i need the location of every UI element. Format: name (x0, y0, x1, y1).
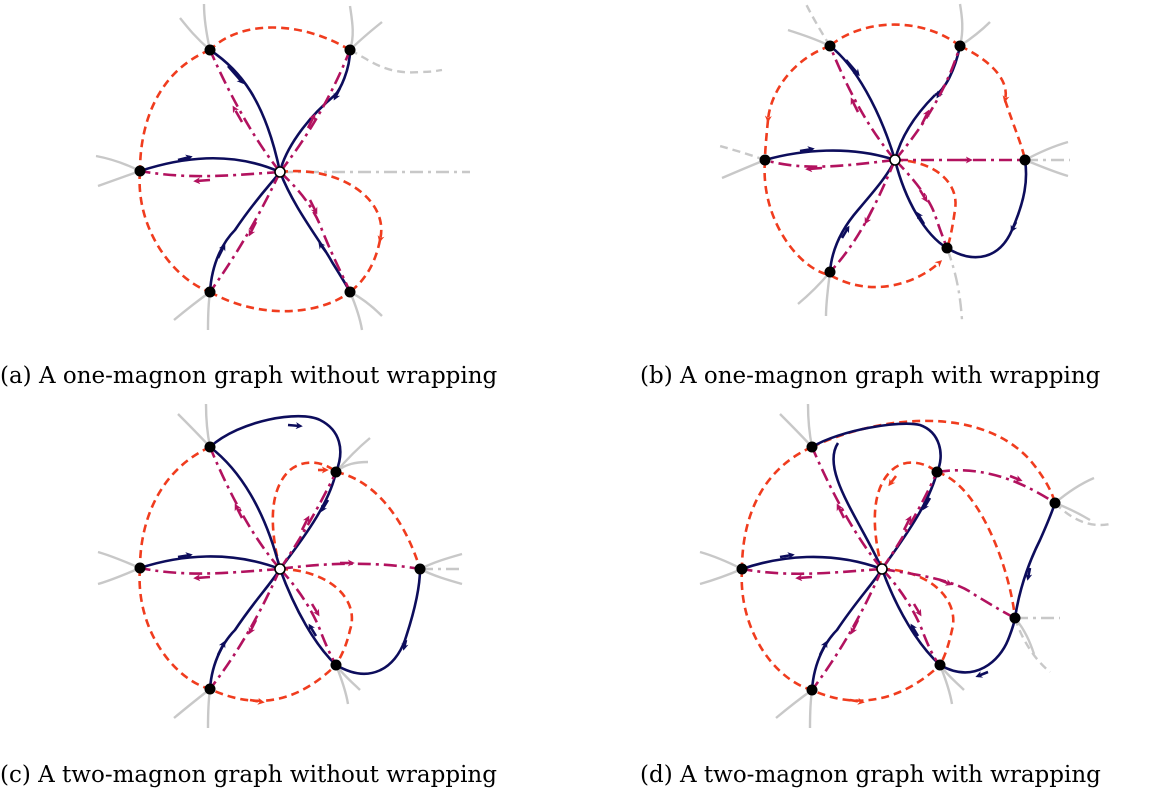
panel-b: (b) A one-magnon graph with wrapping (640, 3, 1101, 389)
caption-d: (d) A two-magnon graph with wrapping (640, 762, 1101, 788)
center-vertex (876, 563, 888, 575)
panel-a: (a) A one-magnon graph without wrapping (0, 3, 498, 389)
red-dashed-edges (740, 419, 1057, 705)
caption-b: (b) A one-magnon graph with wrapping (640, 363, 1101, 389)
navy-solid-edges (139, 414, 422, 690)
pink-dashdot-edges (764, 45, 1025, 273)
vertices (134, 441, 426, 695)
panel-c: (c) A two-magnon graph without wrapping (0, 403, 497, 788)
vertices (134, 44, 356, 298)
navy-solid-edges (741, 422, 1057, 691)
caption-c: (c) A two-magnon graph without wrapping (0, 762, 497, 788)
vertices (736, 441, 1061, 696)
red-dashed-edges (136, 26, 385, 313)
panel-d: (d) A two-magnon graph with wrapping (640, 403, 1111, 788)
caption-a: (a) A one-magnon graph without wrapping (0, 363, 498, 389)
center-vertex (274, 563, 286, 575)
center-vertex (889, 154, 901, 166)
vertices (759, 40, 1031, 278)
pink-dashdot-edges (139, 49, 352, 293)
grey-external-legs (699, 403, 1111, 729)
pink-dashdot-edges (139, 446, 421, 690)
pink-dashdot-edges (741, 446, 1056, 691)
center-vertex (274, 166, 286, 178)
navy-solid-edges (764, 44, 1028, 273)
